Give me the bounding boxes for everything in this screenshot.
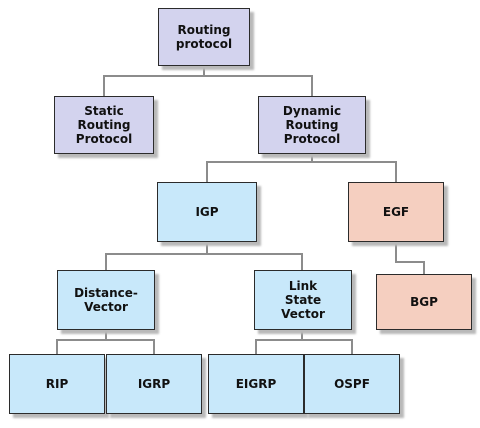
connector-ls-children — [255, 330, 303, 354]
connector-igp-children — [105, 242, 208, 270]
connector-dv-igrp — [106, 339, 155, 354]
connector-dynamic-children — [206, 154, 313, 182]
node-igp: IGP — [157, 182, 257, 242]
connector-egf-bgp — [395, 242, 425, 274]
node-static-routing-protocol: Static Routing Protocol — [54, 96, 154, 154]
node-link-state-vector: Link State Vector — [254, 270, 352, 330]
node-igrp: IGRP — [106, 354, 202, 414]
connector-igp-linkstate — [207, 253, 303, 270]
node-rip: RIP — [9, 354, 105, 414]
node-routing-protocol: Routing protocol — [158, 8, 250, 66]
connector-dv-children — [56, 330, 107, 354]
node-distance-vector: Distance- Vector — [57, 270, 155, 330]
connector-root-children — [103, 66, 205, 96]
connector-dynamic-egf — [312, 161, 397, 182]
node-eigrp: EIGRP — [208, 354, 304, 414]
node-dynamic-routing-protocol: Dynamic Routing Protocol — [258, 96, 366, 154]
connector-root-dynamic — [204, 75, 313, 96]
node-bgp: BGP — [376, 274, 472, 330]
node-ospf: OSPF — [304, 354, 400, 414]
node-egf: EGF — [348, 182, 444, 242]
connector-ls-ospf — [302, 339, 353, 354]
